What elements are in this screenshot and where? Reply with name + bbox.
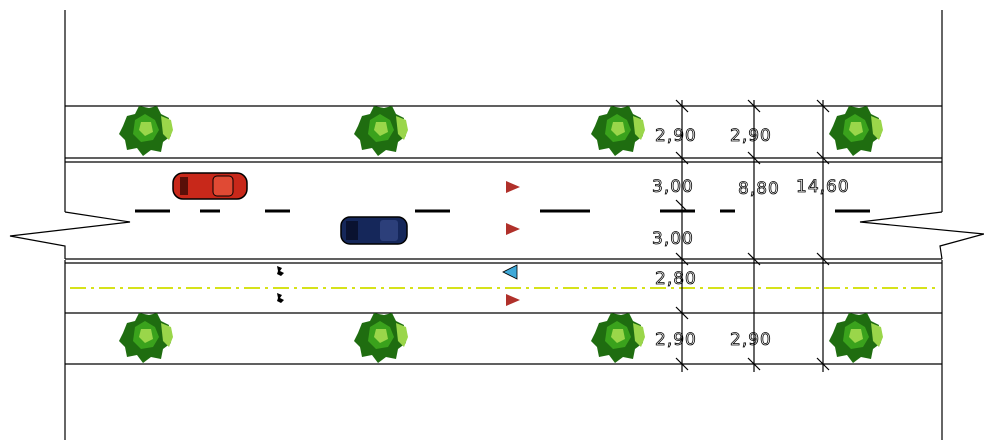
dim-lane-1: 3,00 [652,177,694,197]
dim-top-sidewalk-left: 2,90 [655,126,697,146]
dim-total-right: 14,60 [796,177,850,197]
red-direction-arrow-icon [506,181,520,193]
dim-total-left: 8,80 [738,179,780,199]
tree-icon [354,106,408,156]
tree-icon [119,106,173,156]
dim-bike-lane: 2,80 [655,269,697,289]
dim-bottom-sidewalk-left: 2,90 [655,330,697,350]
tree-icon [591,313,645,363]
tree-icon [829,106,883,156]
dim-lane-2: 3,00 [652,229,694,249]
dim-top-sidewalk-right: 2,90 [730,126,772,146]
dim-bottom-sidewalk-right: 2,90 [730,330,772,350]
dimension-lines [675,99,830,372]
red-direction-arrow-icon [506,294,520,306]
tree-icon [829,313,883,363]
blue-direction-arrow-icon [502,264,518,280]
cyclist-icon [277,266,284,303]
road-edges [65,105,942,365]
right-break-symbol [859,211,984,260]
red-car-icon [172,172,248,200]
blue-car-icon [340,216,408,245]
red-direction-arrow-icon [506,223,520,235]
tree-icon [354,313,408,363]
left-break-symbol [9,211,131,259]
tree-icon [591,106,645,156]
tree-icon [119,313,173,363]
